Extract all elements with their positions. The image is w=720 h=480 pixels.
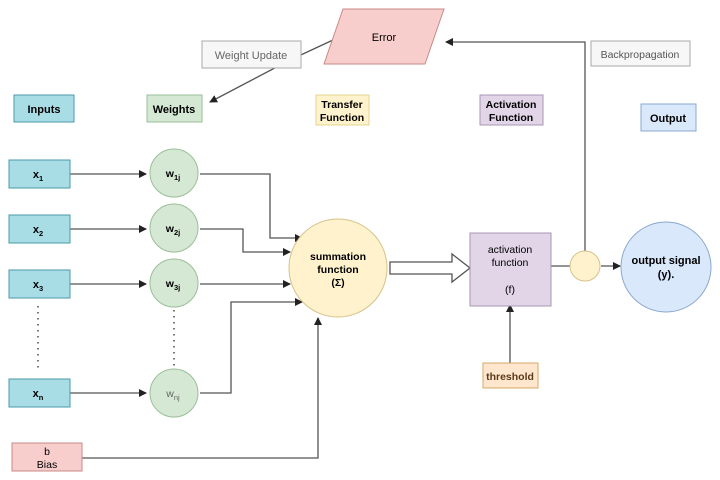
header-activation-function: Activation Function <box>479 94 544 126</box>
weight-wnj-label: wnj <box>165 388 180 402</box>
summation-node: summation function (Σ) <box>288 218 388 318</box>
weight-w1j: w1j <box>149 148 199 198</box>
input-xn: xn <box>8 378 71 408</box>
weight-w3j: w3j <box>149 258 199 308</box>
header-transfer-function: Transfer Function <box>315 94 370 126</box>
edge-backprop <box>445 38 586 252</box>
weight-update-note: Weight Update <box>201 40 302 69</box>
transfer-arrow <box>389 252 472 284</box>
error-label: Error <box>372 32 397 44</box>
activation-line1: activation <box>488 244 533 256</box>
input-x1-label: x1 <box>33 169 43 183</box>
summation-line1: summation <box>310 251 366 263</box>
header-output: Output <box>640 103 697 132</box>
header-transfer-line1: Transfer <box>321 99 362 111</box>
input-x1: x1 <box>8 159 71 189</box>
threshold-label: threshold <box>486 371 534 383</box>
edge-w1-sum <box>200 173 303 242</box>
weight-w3j-label: w3j <box>165 278 180 292</box>
summation-line2: function <box>317 264 358 276</box>
weight-w2j: w2j <box>149 203 199 253</box>
weight-w1j-label: w1j <box>165 168 180 182</box>
weight-wnj: wnj <box>149 368 199 418</box>
bias-line2: Bias <box>37 459 57 471</box>
output-signal-line2: (y). <box>658 269 675 281</box>
header-transfer-line2: Function <box>320 112 364 124</box>
edge-bias-sum <box>82 317 322 459</box>
bias-node: b Bias <box>11 442 83 472</box>
backpropagation-note: Backpropagation <box>590 40 691 67</box>
junction-node <box>569 250 601 282</box>
header-weights-label: Weights <box>153 104 196 116</box>
edge-wn-sum <box>200 298 303 394</box>
header-inputs: Inputs <box>13 94 75 123</box>
weight-update-label: Weight Update <box>215 50 288 62</box>
header-inputs-label: Inputs <box>28 104 61 116</box>
weight-w2j-label: w2j <box>165 223 180 237</box>
input-xn-label: xn <box>33 388 44 402</box>
activation-node: activation function (f) <box>469 232 552 307</box>
input-x3-label: x3 <box>33 279 43 293</box>
input-x2-label: x2 <box>33 224 43 238</box>
input-x3: x3 <box>8 269 71 299</box>
bias-line1: b <box>44 446 50 458</box>
header-activation-line1: Activation <box>486 99 537 111</box>
activation-line2: function <box>492 257 529 269</box>
input-x2: x2 <box>8 214 71 244</box>
summation-line3: (Σ) <box>331 277 344 289</box>
error-node: Error <box>323 8 445 65</box>
threshold-node: threshold <box>482 362 539 389</box>
edge-w2-sum <box>200 228 291 256</box>
backpropagation-label: Backpropagation <box>601 49 680 61</box>
header-weights: Weights <box>146 94 203 123</box>
header-output-label: Output <box>650 113 686 125</box>
header-activation-line2: Function <box>489 112 533 124</box>
output-signal-line1: output signal <box>631 255 700 267</box>
activation-line3: (f) <box>505 284 515 296</box>
output-signal-node: output signal (y). <box>620 221 712 313</box>
